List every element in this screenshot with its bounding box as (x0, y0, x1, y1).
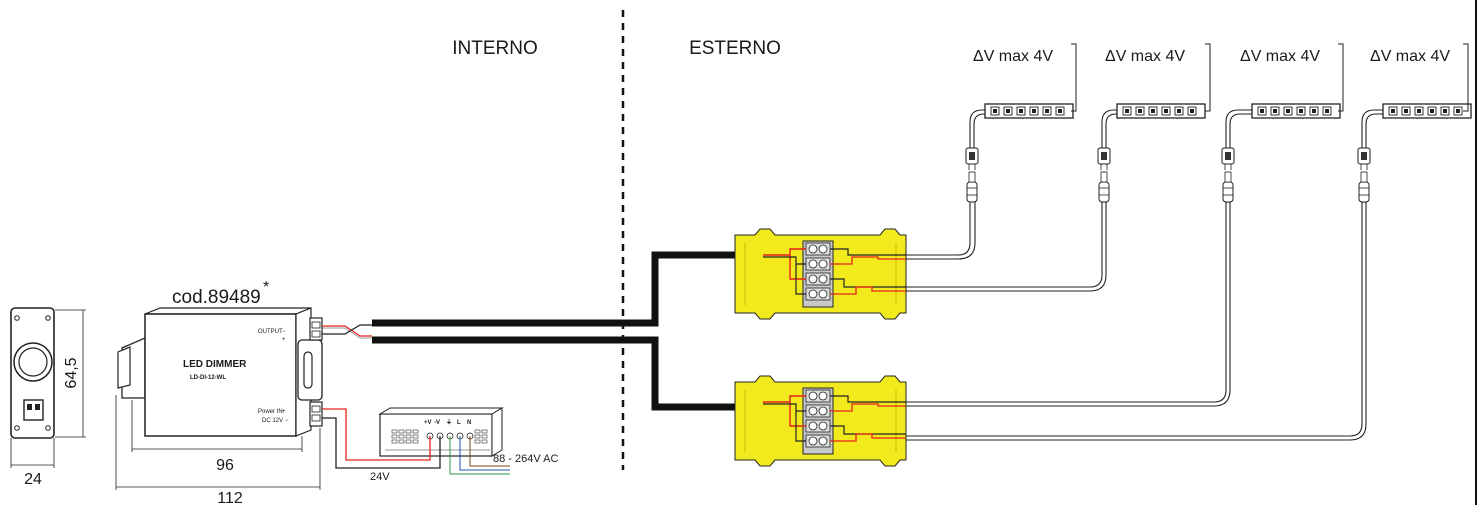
strip-2-dv-label: ΔV max 4V (1105, 48, 1185, 65)
psu-output-voltage-label: 24V (370, 471, 390, 483)
depth-dimension (10, 438, 55, 468)
dimmer-code-asterisk: * (263, 279, 269, 296)
dimmer-side-view (10, 307, 55, 439)
led-strip-3 (1221, 43, 1344, 203)
height-dimension-label: 64,5 (63, 357, 80, 388)
dimmer-output-plus: + (282, 337, 286, 343)
dimmer-power-label: Power IN (258, 409, 283, 415)
depth-dimension-label: 24 (24, 471, 42, 488)
dimmer-name-label: LED DIMMER (183, 359, 247, 370)
psu-terminal-ground: ⏚ (446, 419, 452, 426)
dimmer-model-label: LD-DI-12-WL (190, 375, 226, 381)
zone-interno-label: INTERNO (452, 38, 538, 59)
dimmer-output-label: OUTPUT (258, 329, 283, 335)
led-strip-2 (1097, 43, 1211, 203)
psu-dc-wires (322, 408, 441, 469)
psu-terminal-l: L (457, 420, 461, 426)
power-supply (378, 407, 504, 457)
strip-cables (906, 200, 1367, 441)
width-dimension-label: 96 (216, 457, 234, 474)
junction-box-top (734, 228, 907, 320)
dimmer-power-minus: − (285, 418, 289, 424)
psu-ac-wires (449, 436, 510, 475)
dimmer-code-label: cod.89489 (172, 287, 261, 308)
width-dimension (131, 400, 303, 452)
strip-3-dv-label: ΔV max 4V (1240, 48, 1320, 65)
psu-input-voltage-label: 88 - 264V AC (493, 453, 558, 465)
psu-terminal-n: N (467, 420, 471, 426)
zone-esterno-label: ESTERNO (689, 38, 781, 59)
main-cables (372, 251, 763, 411)
dimmer-power-plus: + (282, 409, 286, 415)
dimmer-body (117, 307, 323, 437)
led-strip-1 (965, 43, 1077, 203)
led-strips (965, 43, 1472, 203)
dimmer-output-wires (322, 324, 372, 339)
psu-terminal-minus-v: -V (434, 420, 440, 426)
strip-1-dv-label: ΔV max 4V (973, 48, 1053, 65)
junction-box-bottom (734, 375, 907, 467)
dimmer-output-minus: − (282, 329, 286, 335)
psu-terminal-plus-v: +V (424, 420, 432, 426)
strip-4-dv-label: ΔV max 4V (1370, 48, 1450, 65)
dimmer-dc-label: DC 12V (262, 418, 283, 424)
total-dimension (115, 395, 321, 490)
led-strip-4 (1357, 43, 1472, 203)
height-dimension (55, 309, 86, 438)
total-dimension-label: 112 (217, 490, 243, 505)
